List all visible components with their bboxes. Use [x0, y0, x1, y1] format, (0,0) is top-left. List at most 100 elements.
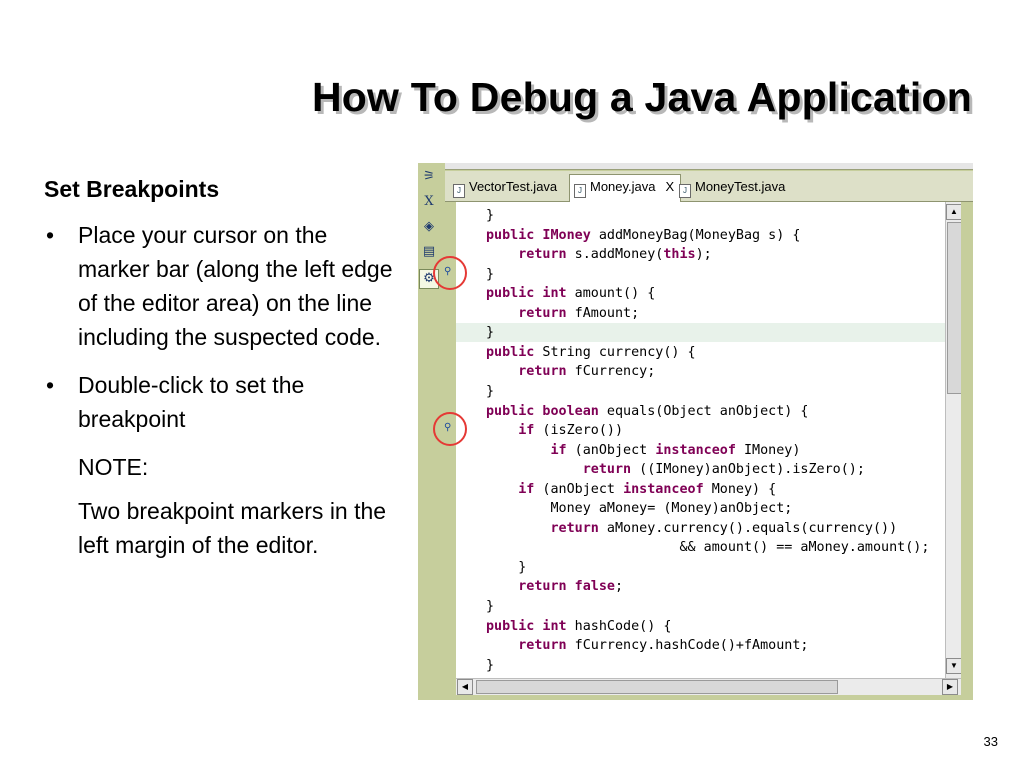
bullet-marker: • — [46, 222, 55, 248]
java-file-icon: J — [453, 184, 465, 198]
bullet-marker: • — [46, 372, 55, 398]
code-keyword: public IMoney — [486, 227, 591, 243]
code-token — [486, 462, 583, 477]
note-block: NOTE: Two breakpoint markers in the left… — [44, 450, 394, 562]
tab-money[interactable]: J Money.java X — [569, 174, 682, 202]
code-token: fAmount; — [566, 305, 640, 321]
breakpoint-highlight-circle — [433, 412, 467, 447]
code-line: Money aMoney= (Money)anObject; — [486, 499, 792, 518]
code-line: return aMoney.currency().equals(currency… — [486, 519, 898, 538]
code-line: public String currency() { — [486, 343, 696, 362]
code-line: } — [486, 597, 494, 616]
ide-frame-edge — [961, 202, 973, 700]
scroll-left-button[interactable]: ◀ — [457, 679, 473, 695]
code-token: } — [486, 657, 495, 673]
tab-label: VectorTest.java — [469, 179, 558, 194]
code-token: } — [486, 208, 495, 223]
code-token: ((IMoney)anObject).isZero(); — [631, 462, 865, 478]
code-token: aMoney.currency().equals(currency()) — [598, 520, 898, 536]
breakpoint-highlight-circle — [433, 255, 467, 290]
bullet-list: • Place your cursor on the marker bar (a… — [44, 218, 394, 436]
code-token — [486, 638, 518, 653]
code-token — [486, 364, 518, 379]
java-file-icon: J — [574, 184, 586, 198]
code-keyword: if — [550, 442, 567, 458]
code-token: amount() { — [566, 286, 656, 302]
code-token: } — [486, 599, 495, 614]
code-keyword: return — [582, 462, 632, 478]
vertical-scrollbar[interactable]: ▲ ▼ — [945, 202, 962, 678]
code-token — [486, 423, 518, 438]
code-token — [486, 579, 518, 594]
code-line: public IMoney addMoneyBag(MoneyBag s) { — [486, 226, 800, 245]
console-icon[interactable]: ▤ — [422, 244, 436, 259]
code-token: } — [486, 325, 495, 341]
step-icon[interactable]: ◈ — [424, 219, 434, 234]
scroll-right-button[interactable]: ▶ — [942, 679, 958, 695]
code-line: public int amount() { — [486, 284, 655, 303]
bullet-item: • Place your cursor on the marker bar (a… — [44, 218, 394, 354]
code-line: && amount() == aMoney.amount(); — [486, 538, 929, 557]
code-token: } — [486, 266, 495, 282]
debug-icon[interactable]: ⚞ — [423, 169, 435, 184]
code-token: equals(Object anObject) { — [598, 403, 809, 419]
note-label: NOTE: — [78, 454, 149, 480]
code-line: public boolean equals(Object anObject) { — [486, 402, 808, 421]
code-line: } — [486, 323, 494, 342]
code-keyword: return — [518, 638, 567, 654]
slide-title: How To Debug a Java Application — [312, 74, 972, 120]
code-editor[interactable]: } public IMoney addMoneyBag(MoneyBag s) {… — [456, 202, 945, 678]
code-token: (anObject — [566, 442, 656, 458]
note-text: Two breakpoint markers in the left margi… — [78, 498, 387, 558]
code-keyword: this — [663, 247, 696, 263]
java-file-icon: J — [679, 184, 691, 198]
code-line: } — [486, 265, 494, 284]
code-token — [486, 306, 518, 321]
code-keyword: public int — [486, 618, 567, 634]
code-token: } — [486, 559, 527, 575]
scroll-up-button[interactable]: ▲ — [946, 204, 962, 220]
code-token: String currency() { — [534, 344, 696, 360]
code-token — [486, 521, 551, 536]
code-keyword: return false — [518, 579, 615, 595]
section-heading: Set Breakpoints — [44, 176, 220, 202]
scroll-thumb[interactable] — [947, 222, 962, 394]
code-keyword: instanceof — [655, 442, 736, 458]
tab-label: Money.java — [590, 179, 656, 194]
tab-close-icon[interactable]: X — [665, 179, 675, 194]
code-keyword: if — [518, 481, 535, 497]
code-token: fCurrency; — [566, 364, 656, 380]
code-token: (anObject — [534, 481, 624, 497]
hscroll-thumb[interactable] — [476, 680, 838, 694]
code-token: Money) { — [703, 481, 777, 497]
code-token: } — [486, 383, 495, 399]
code-line: return ((IMoney)anObject).isZero(); — [486, 460, 865, 479]
code-token: ); — [695, 247, 712, 263]
code-line: if (anObject instanceof IMoney) — [486, 441, 801, 460]
code-token: addMoneyBag(MoneyBag s) { — [590, 227, 801, 243]
code-line: return fCurrency.hashCode()+fAmount; — [486, 636, 808, 655]
code-line: } — [486, 206, 494, 225]
code-token: && amount() == aMoney.amount(); — [486, 540, 930, 556]
code-token: ; — [615, 579, 624, 595]
code-token: Money aMoney= (Money)anObject; — [486, 501, 793, 517]
code-line: return fAmount; — [486, 304, 639, 323]
page-number: 33 — [983, 734, 998, 749]
close-x-icon[interactable]: X — [424, 194, 434, 209]
code-keyword: instanceof — [623, 481, 704, 497]
code-token: (isZero()) — [534, 423, 624, 439]
code-keyword: public boolean — [486, 403, 599, 419]
slide-body: Set Breakpoints • Place your cursor on t… — [44, 172, 394, 562]
scroll-down-button[interactable]: ▼ — [946, 658, 962, 674]
code-line: if (isZero()) — [486, 421, 623, 440]
code-token: hashCode() { — [566, 618, 672, 634]
tab-vectortest[interactable]: J VectorTest.java — [449, 175, 563, 199]
horizontal-scrollbar[interactable]: ◀ ▶ — [456, 678, 961, 695]
code-line: return false; — [486, 577, 623, 596]
code-token: fCurrency.hashCode()+fAmount; — [566, 638, 809, 654]
code-line: } — [486, 382, 494, 401]
code-keyword: public — [486, 344, 535, 360]
code-keyword: public int — [486, 286, 567, 302]
